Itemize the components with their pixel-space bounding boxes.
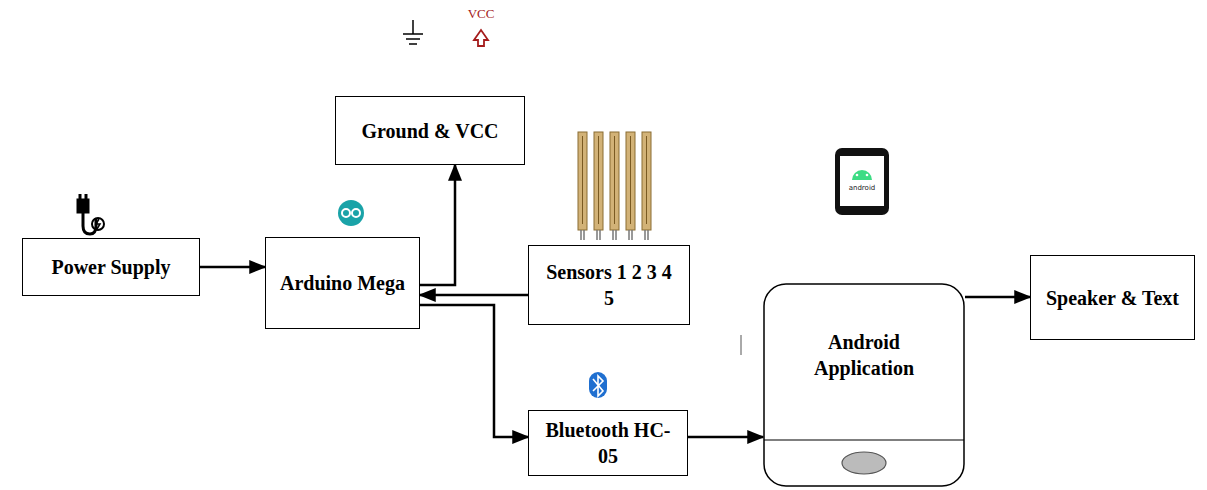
process-box: Power Supply [22, 238, 200, 296]
output-box: Speaker & Text [1030, 255, 1195, 340]
vcc-symbol [474, 30, 488, 46]
power-rail-box: Ground & VCC [335, 96, 525, 165]
node-text: Ground & VCC [361, 118, 498, 144]
android-logo-text: android [849, 184, 876, 192]
connector-arrow [965, 296, 1030, 299]
phone-app: Android Application [763, 283, 965, 487]
flex-sensor-illustration [578, 132, 651, 240]
node-text: Power Supply [51, 254, 170, 280]
node-text: Bluetooth HC-05 [539, 417, 677, 469]
phone-outline [763, 283, 965, 487]
connector-arrow [420, 294, 528, 297]
power-plug-icon [78, 194, 104, 234]
node-text: Android Application [777, 329, 951, 381]
node-text: Arduino Mega [280, 270, 405, 296]
node-text: Speaker & Text [1046, 285, 1179, 311]
controller-box: Arduino Mega [265, 237, 420, 329]
connector-arrow [688, 436, 763, 439]
bluetooth-box: Bluetooth HC-05 [528, 410, 688, 476]
stray-mark [741, 335, 742, 355]
android-phone-icon [835, 148, 889, 215]
sensor-box: Sensors 1 2 3 4 5 [528, 245, 690, 325]
node-text: Sensors 1 2 3 4 5 [539, 259, 679, 311]
arduino-logo [338, 200, 364, 226]
connector-arrow [200, 266, 265, 269]
connector-arrow [420, 165, 455, 285]
connector-arrow [420, 305, 528, 437]
vcc-label: VCC [468, 6, 495, 22]
bluetooth-icon [589, 372, 607, 398]
ground-symbol [403, 20, 423, 44]
